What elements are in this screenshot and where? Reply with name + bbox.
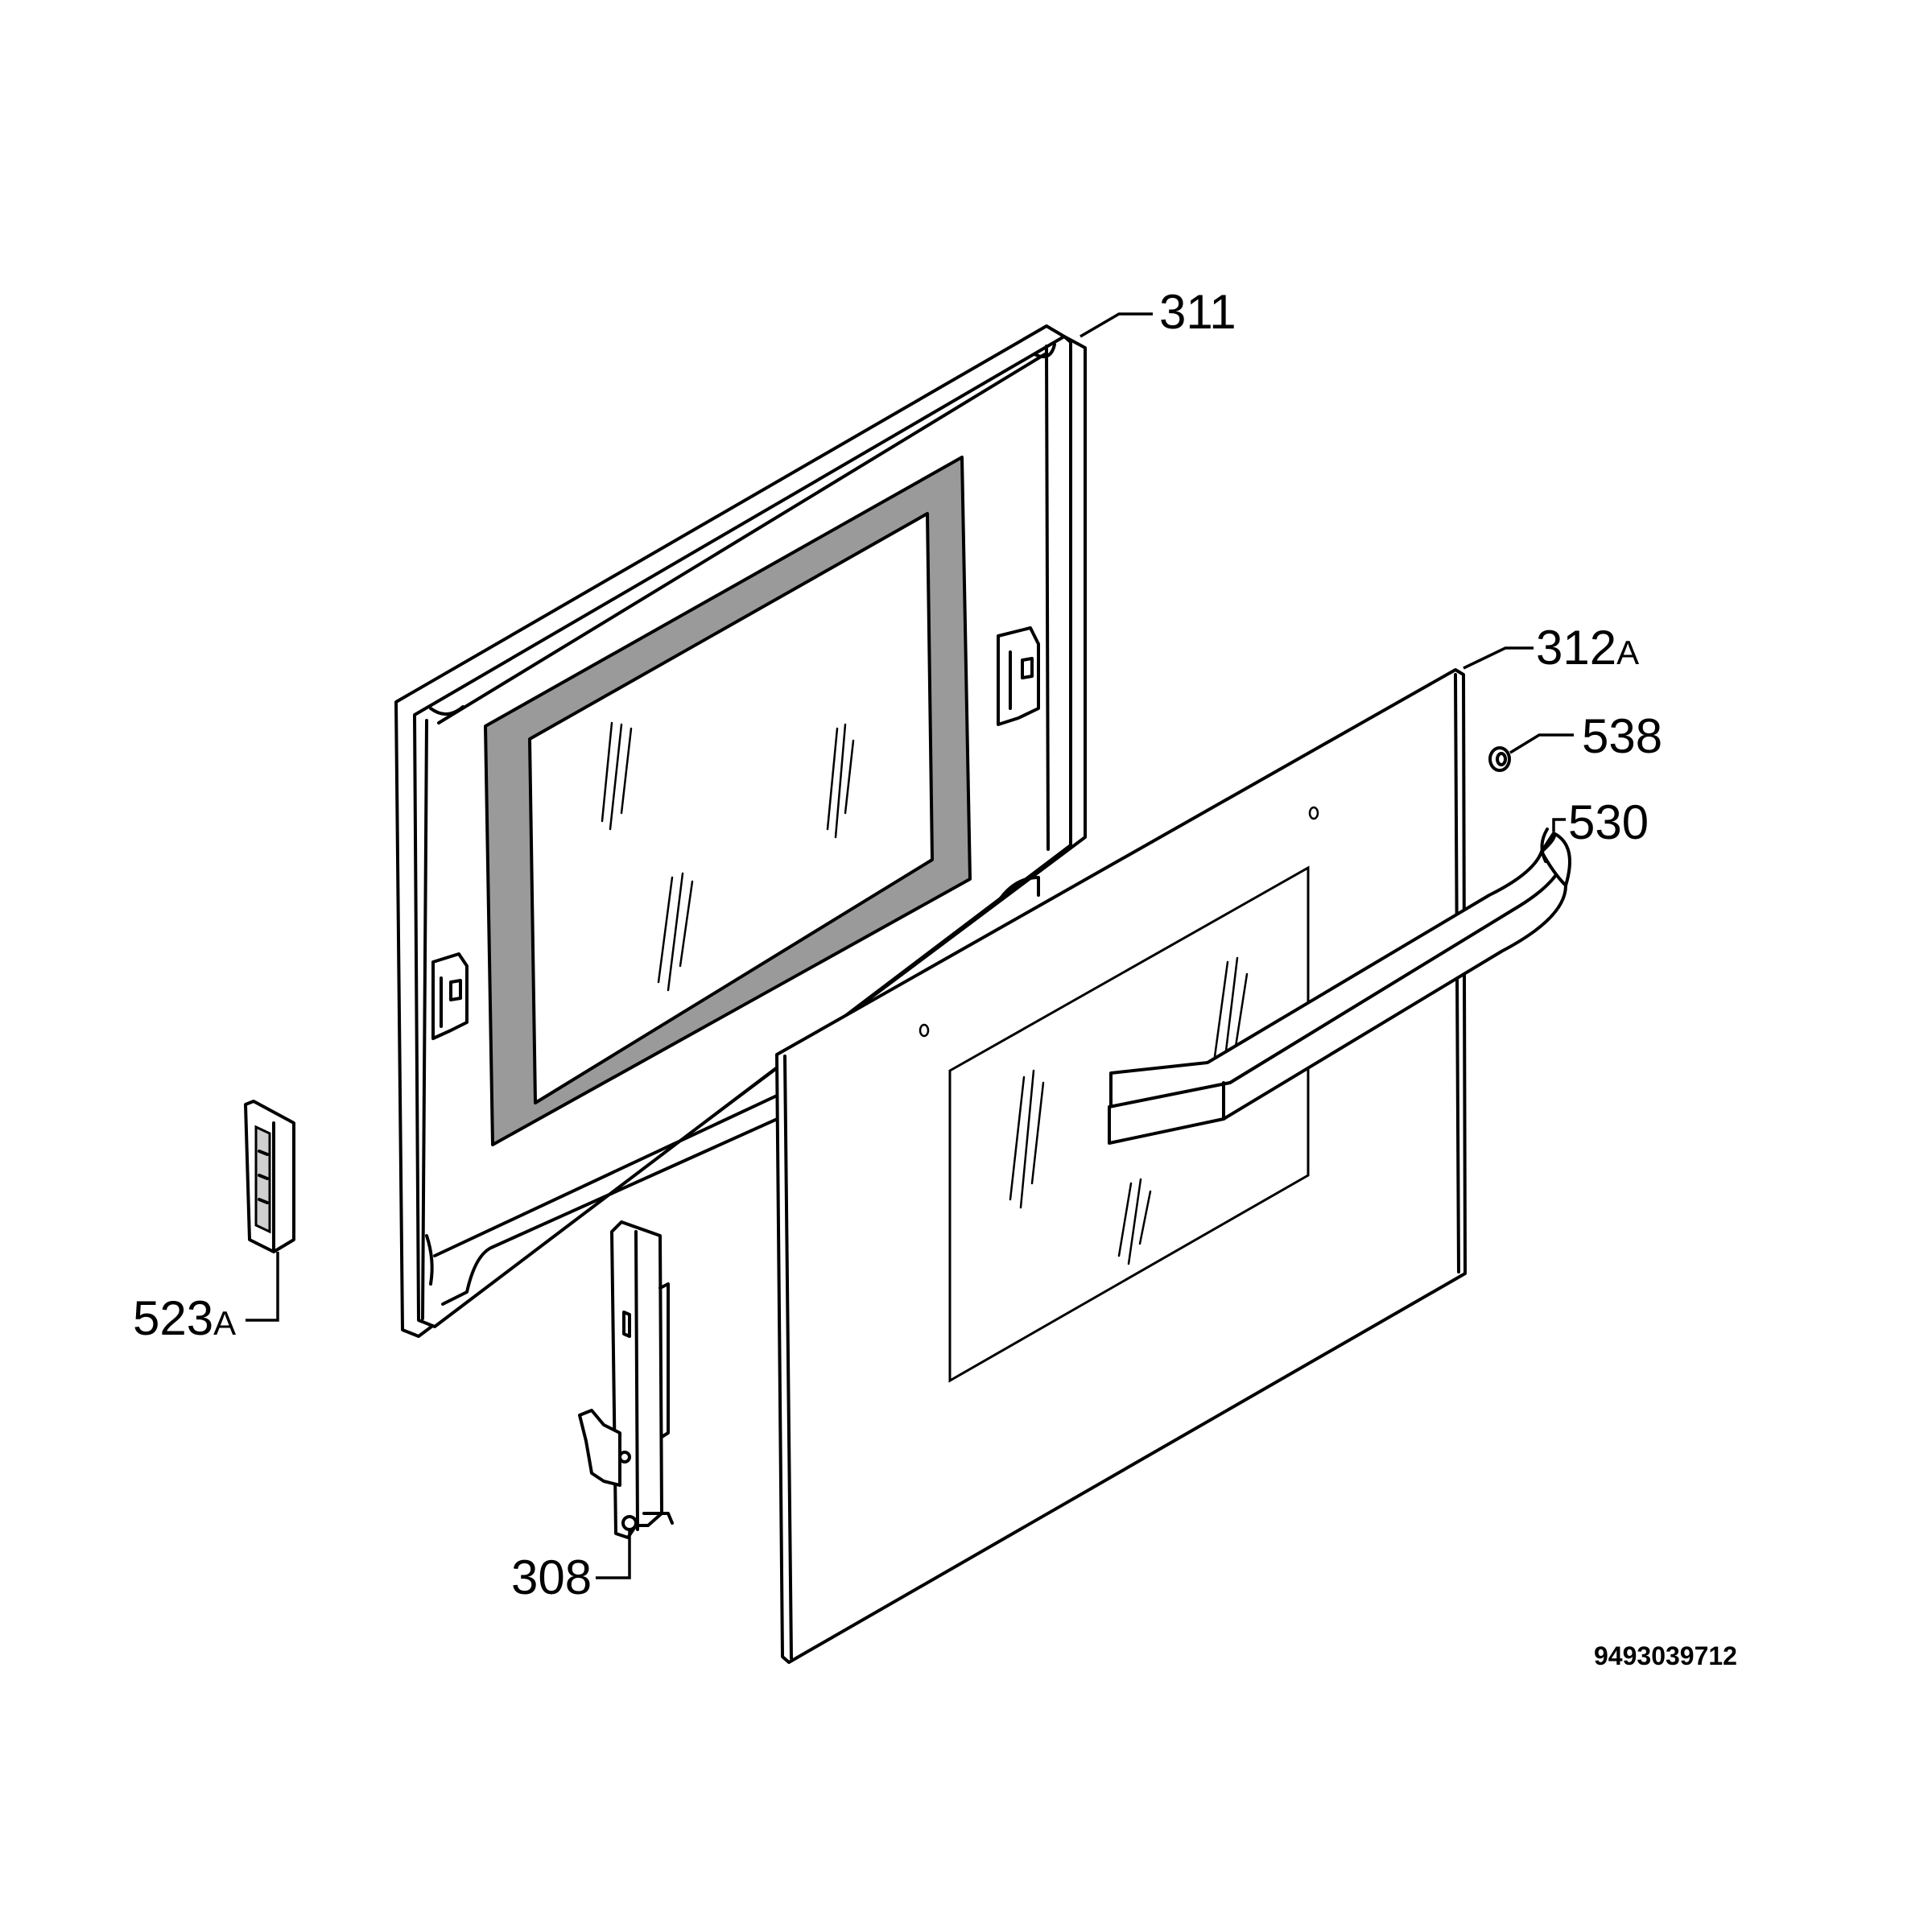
leader-308 xyxy=(596,1530,631,1579)
leader-523a xyxy=(246,1252,279,1322)
leader-530 xyxy=(1552,818,1566,832)
hinge-cover-523a xyxy=(244,1100,295,1253)
label-311: 311 xyxy=(1159,285,1236,339)
cap-538 xyxy=(1488,746,1511,772)
label-523a: 523A xyxy=(133,1291,236,1345)
label-312a: 312A xyxy=(1536,621,1639,675)
inner-door-frame-311 xyxy=(394,324,1087,1338)
label-538: 538 xyxy=(1582,709,1662,763)
label-308: 308 xyxy=(511,1550,592,1604)
hinge-308 xyxy=(578,1220,674,1539)
drawing-code: 9493039712 xyxy=(1594,1641,1737,1670)
leader-538 xyxy=(1509,733,1574,754)
label-530: 530 xyxy=(1568,795,1649,849)
leader-312a xyxy=(1463,646,1534,670)
leader-311 xyxy=(1080,312,1153,338)
door-handle-530 xyxy=(1108,828,1571,1145)
